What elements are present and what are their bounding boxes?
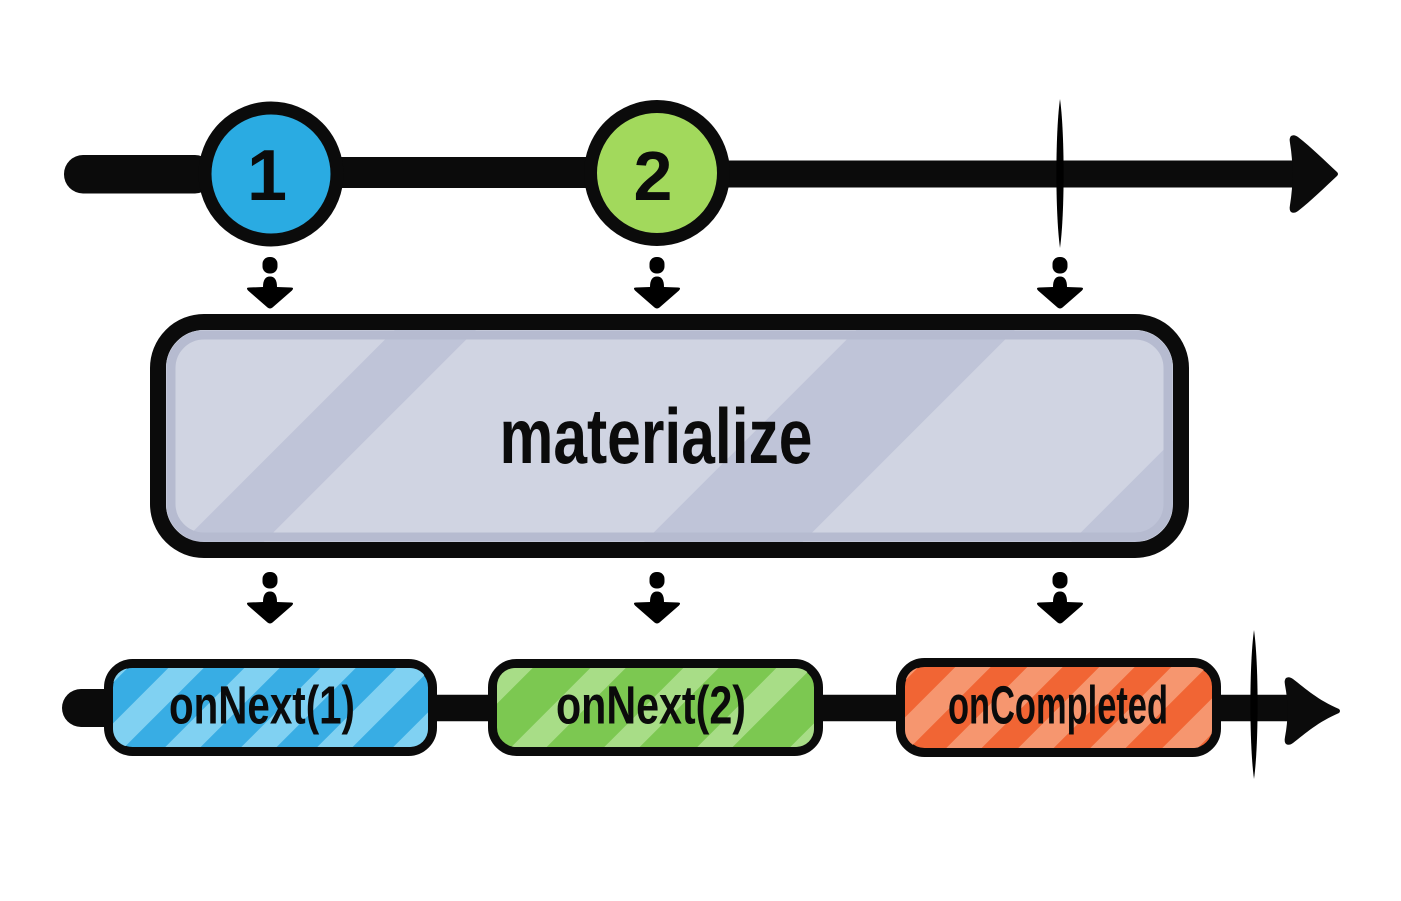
svg-text:onCompleted: onCompleted	[948, 677, 1168, 736]
svg-text:1: 1	[247, 136, 287, 216]
svg-text:materialize: materialize	[500, 393, 813, 480]
svg-text:onNext(2): onNext(2)	[556, 677, 746, 736]
svg-text:onNext(1): onNext(1)	[169, 677, 355, 736]
svg-text:2: 2	[634, 137, 673, 215]
